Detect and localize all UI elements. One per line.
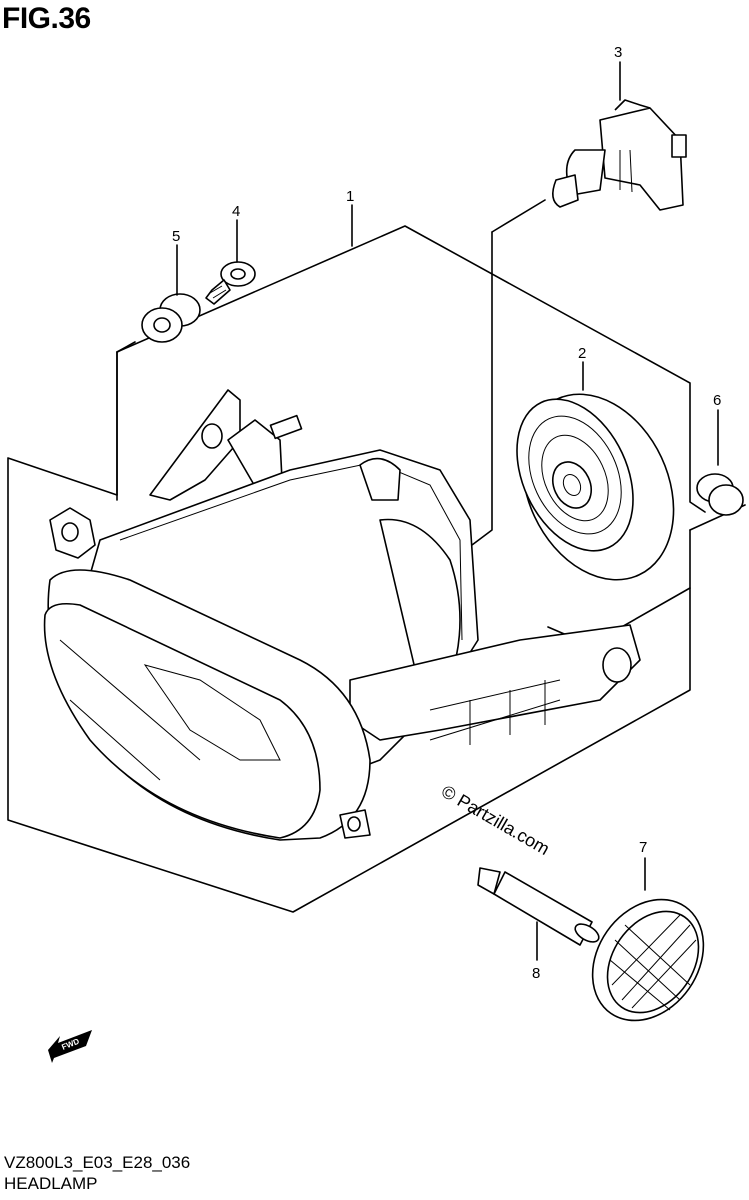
assembly-outline-top xyxy=(116,225,706,513)
fwd-arrow-icon: FWD xyxy=(48,1030,92,1063)
figure-title: FIG.36 xyxy=(2,2,91,35)
watermark-text: © Partzilla.com xyxy=(438,781,553,859)
callout-1: 1 xyxy=(346,188,354,205)
callout-2: 2 xyxy=(578,345,586,362)
bolt-part8 xyxy=(477,867,600,946)
callout-8: 8 xyxy=(532,965,540,982)
figure-name: HEADLAMP xyxy=(4,1174,98,1193)
callout-5: 5 xyxy=(172,228,180,245)
callout-3: 3 xyxy=(614,44,622,61)
grommet-part6 xyxy=(696,473,744,516)
reflector-part7 xyxy=(591,857,705,1022)
assembly-outline-body xyxy=(7,457,691,913)
leader-part5 xyxy=(116,341,136,353)
leader-part3 xyxy=(491,199,546,233)
grommet-part5 xyxy=(141,293,201,343)
callout-7: 7 xyxy=(639,839,647,856)
bulb-part3 xyxy=(552,99,687,211)
socket-part2 xyxy=(516,393,675,581)
callout-6: 6 xyxy=(713,392,721,409)
screw-part4 xyxy=(205,261,256,305)
figure-code: VZ800L3_E03_E28_036 xyxy=(4,1153,191,1172)
headlamp-body-part1 xyxy=(43,389,641,841)
callout-4: 4 xyxy=(232,203,240,220)
leader-part2 xyxy=(467,231,493,549)
